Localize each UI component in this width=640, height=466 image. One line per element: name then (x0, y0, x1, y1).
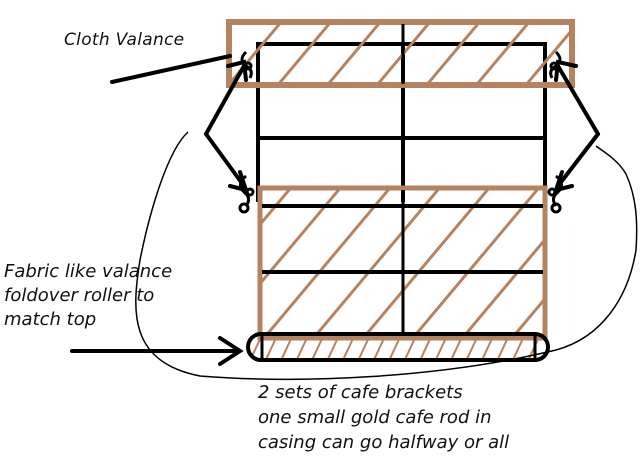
valance-pointer-arrow-icon (110, 54, 232, 84)
roller-pointer-arrow-icon (70, 336, 244, 366)
cafe-curtain-panel (257, 185, 548, 341)
bracket-arrows (204, 59, 600, 193)
fabric-roller-label: Fabric like valance foldover roller to m… (4, 261, 173, 330)
cloth-valance (226, 19, 575, 88)
annotation-outline-curve (135, 131, 638, 381)
left-double-arrow-icon (204, 59, 250, 193)
label-arrows (70, 54, 244, 366)
cafe-brackets-note: 2 sets of cafe brackets one small gold c… (258, 382, 510, 453)
right-double-arrow-icon (552, 59, 600, 193)
cloth-valance-label: Cloth Valance (64, 30, 185, 50)
foldover-roller (246, 332, 550, 362)
